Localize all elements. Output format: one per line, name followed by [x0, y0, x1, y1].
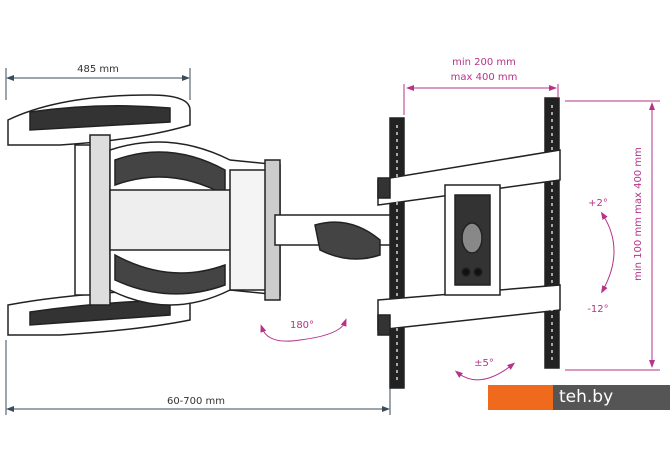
arm-width-label: 485 mm	[77, 64, 119, 75]
tilt-arrow	[600, 211, 615, 294]
extension-arm	[274, 214, 396, 260]
arm-width-dimension	[5, 68, 191, 100]
tilt-down-label: -12°	[587, 304, 608, 315]
watermark-text: teh.by	[553, 385, 670, 410]
rotation-label: ±5°	[474, 358, 494, 369]
vesa-vertical-dimension	[565, 100, 660, 371]
vesa-horizontal-min-label: min 200 mm	[452, 57, 516, 68]
tilt-up-label: +2°	[588, 198, 608, 209]
swivel-arrow	[260, 318, 347, 342]
wall-bracket	[7, 94, 281, 336]
tv-plate	[377, 97, 561, 389]
vesa-horizontal-dimension	[403, 84, 559, 115]
vesa-horizontal-max-label: max 400 mm	[451, 72, 518, 83]
watermark-logo-block	[488, 385, 553, 410]
extension-label: 60-700 mm	[167, 396, 225, 407]
swivel-label: 180°	[290, 320, 314, 331]
plate-holes	[396, 105, 553, 380]
vesa-vertical-label: min 100 mm max 400 mm	[633, 147, 644, 281]
rotation-arrow	[454, 362, 516, 381]
watermark: teh.by	[488, 385, 670, 410]
